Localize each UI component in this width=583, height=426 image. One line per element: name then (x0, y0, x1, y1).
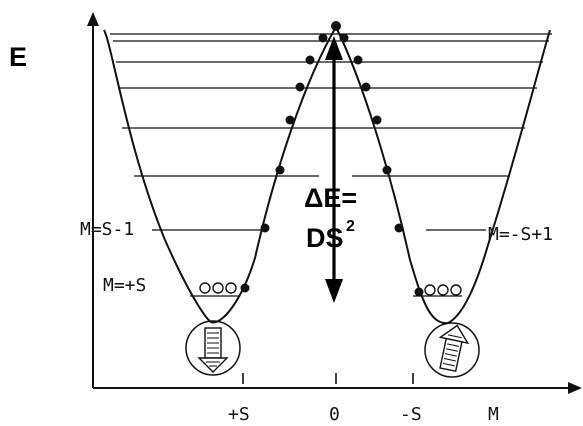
ground-state-dots-left (200, 283, 236, 293)
ground-dot (438, 285, 448, 295)
tick-label-zero: 0 (329, 404, 340, 425)
energy-levels (110, 34, 552, 296)
state-dot (383, 166, 392, 175)
label-m-equals-s-minus-1: M=S-1 (80, 219, 134, 240)
state-dot (340, 34, 349, 43)
double-well-curve (104, 27, 550, 323)
state-dot (319, 34, 328, 43)
state-dot (241, 284, 250, 293)
ground-dot (213, 283, 223, 293)
barrier-exponent-label: 2 (346, 218, 355, 235)
state-dot (415, 288, 424, 297)
ground-dot (200, 283, 210, 293)
label-m-equals-plus-s: M=+S (103, 275, 146, 296)
ground-dot (425, 285, 435, 295)
tick-label-plus-s: +S (228, 404, 250, 425)
ground-state-dots-right (425, 285, 461, 295)
barrier-height-arrow (325, 36, 343, 303)
m-axis-arrowhead (568, 382, 582, 394)
state-dot (261, 224, 270, 233)
state-dot (276, 166, 285, 175)
barrier-delta-e-label: ΔE= (304, 183, 357, 213)
m-axis-label: M (488, 404, 499, 425)
energy-axis-arrowhead (87, 12, 99, 26)
spin-down-arrow-icon (199, 328, 227, 372)
spin-up-arrow-icon (434, 323, 471, 373)
state-dot (395, 224, 404, 233)
tick-label-minus-s: -S (400, 404, 422, 425)
energy-axis-label: E (9, 42, 27, 72)
ground-dot (226, 283, 236, 293)
barrier-ds-label: DS (306, 223, 344, 253)
axis-ticks (243, 373, 413, 384)
state-dot (306, 56, 315, 65)
spin-up-circle (425, 323, 479, 377)
state-dot (354, 56, 363, 65)
state-dot-top (331, 21, 341, 31)
state-dot (286, 116, 295, 125)
state-dot (373, 116, 382, 125)
spin-down-circle (186, 321, 240, 375)
label-m-equals-minus-s-plus-1: M=-S+1 (488, 224, 553, 245)
barrier-arrow-head-down (325, 279, 343, 303)
ground-dot (451, 285, 461, 295)
state-dot (362, 83, 371, 92)
state-dot (296, 83, 305, 92)
